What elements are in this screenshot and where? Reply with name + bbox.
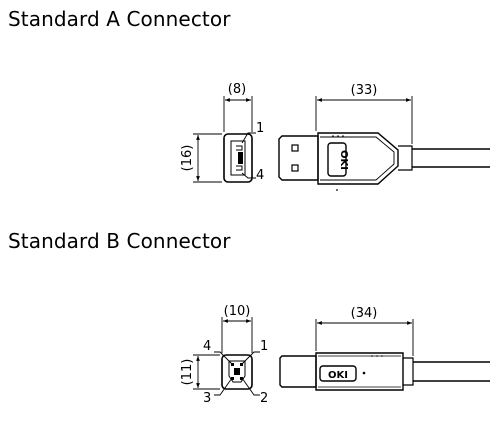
connector-a-height-dimension	[193, 133, 222, 183]
connector-a-pin-leaders	[241, 132, 256, 179]
connector-b-pin-3-label: 3	[203, 391, 211, 406]
connector-a-width-label: (8)	[228, 82, 246, 97]
connector-b-side-view	[279, 352, 490, 391]
connector-a-pin-4-label: 4	[256, 168, 264, 183]
connector-b-pin-1-label: 1	[260, 339, 268, 354]
connector-b-height-label: (11)	[180, 359, 195, 386]
section-a-title: Standard A Connector	[8, 7, 231, 31]
connector-b-height-dimension	[193, 354, 220, 390]
connector-a-length-label: (33)	[351, 83, 378, 98]
connector-b-length-label: (34)	[351, 306, 378, 321]
connector-b-pin-leaders	[214, 351, 260, 396]
connector-a-length-dimension	[315, 96, 413, 144]
connector-b-front-view	[221, 354, 253, 390]
connector-a-pin-1-label: 1	[256, 121, 264, 136]
connector-a-height-label: (16)	[180, 145, 195, 172]
connector-b-width-dimension	[221, 317, 253, 353]
section-b-title: Standard B Connector	[8, 229, 231, 253]
connector-b-logo: OKI	[328, 370, 348, 381]
connector-a-side-view	[278, 132, 490, 191]
connector-a-logo: OKI	[338, 150, 349, 170]
connector-b-length-dimension	[315, 319, 414, 356]
connector-a-width-dimension	[223, 96, 253, 132]
connector-a-front-view	[223, 133, 253, 183]
connector-b-pin-2-label: 2	[260, 391, 268, 406]
connector-b-width-label: (10)	[224, 304, 251, 319]
connector-b-pin-4-label: 4	[203, 339, 211, 354]
